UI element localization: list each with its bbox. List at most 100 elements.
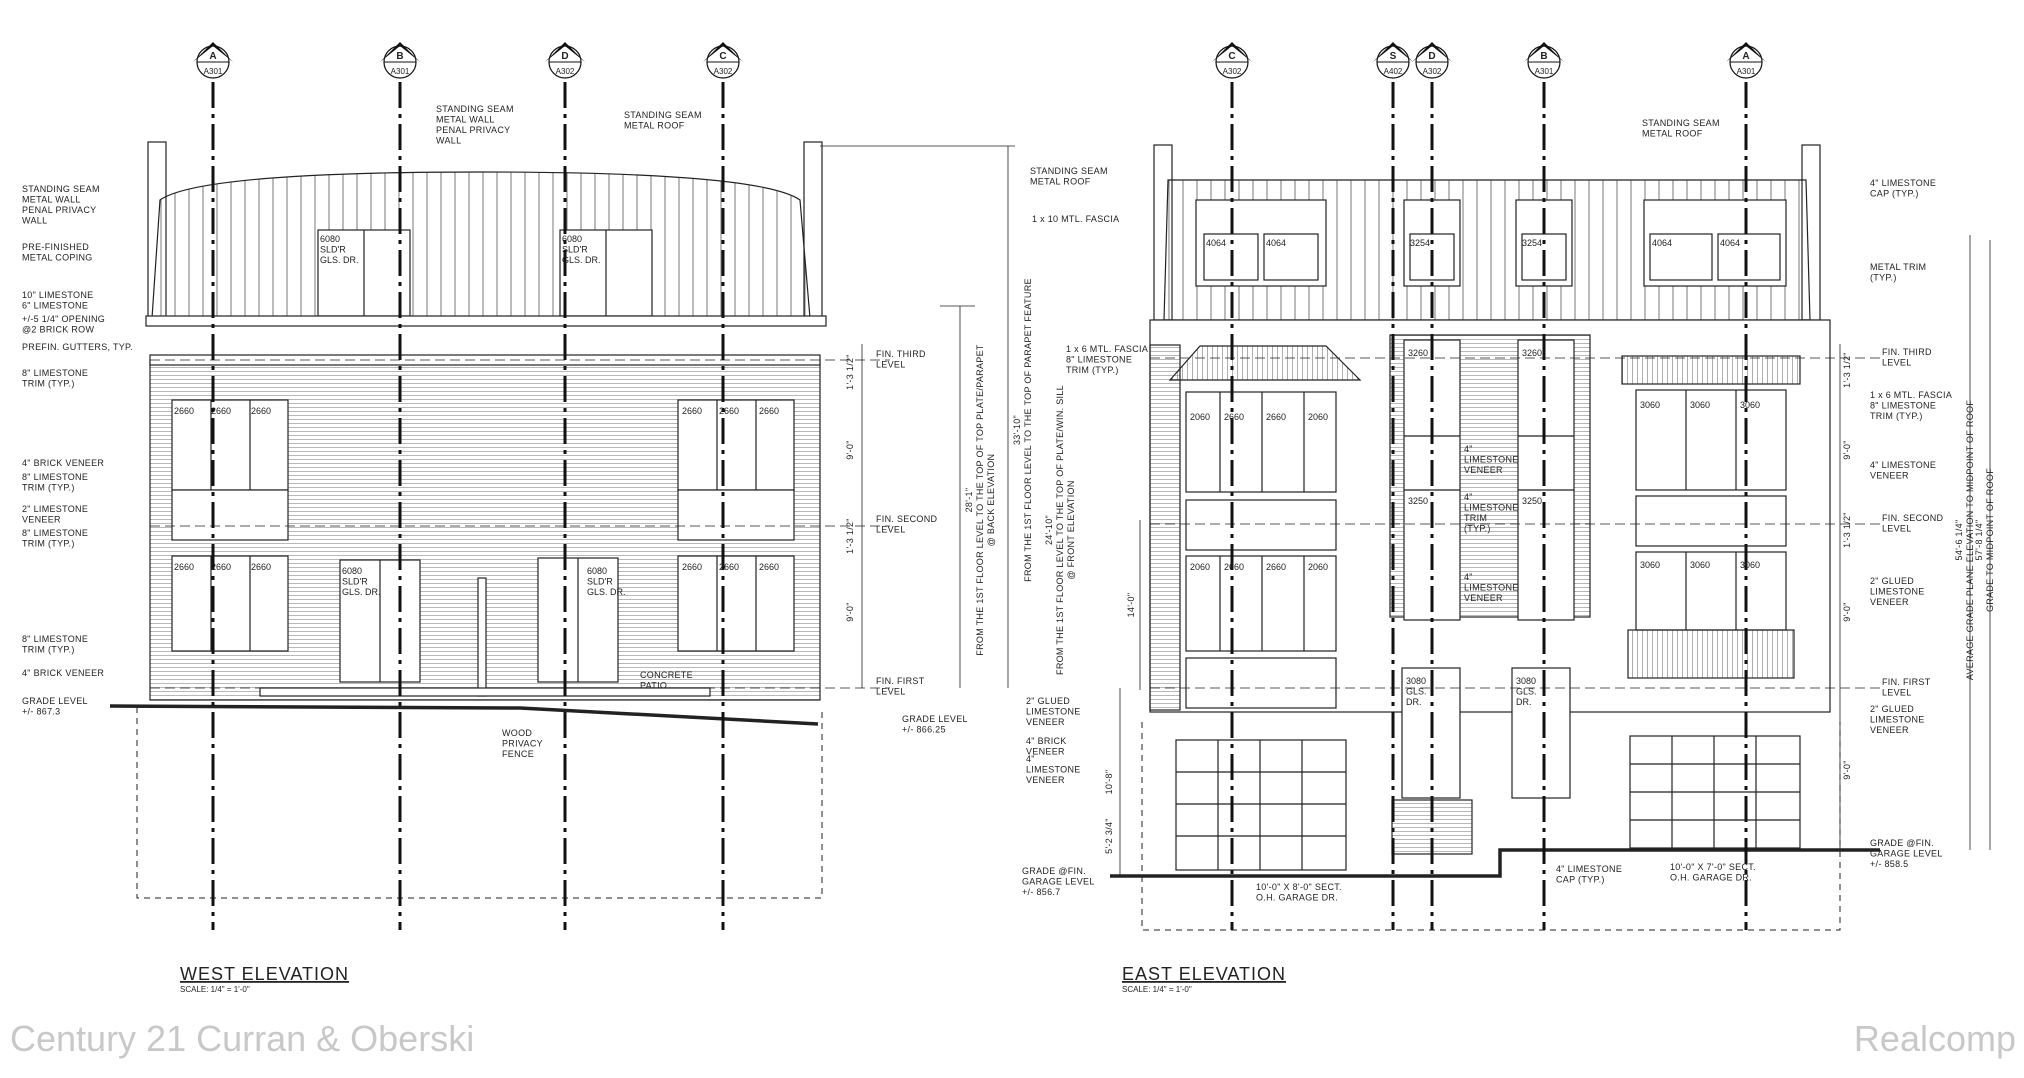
east-bottom-note: 10'-0" X 7'-0" SECT.O.H. GARAGE DR.: [1670, 862, 1756, 883]
west-grid-marker: [545, 42, 585, 62]
west-dim-label: 9'-0": [845, 602, 855, 621]
east-dim-label: 10'-8": [1104, 770, 1114, 795]
east-bay-window: [1168, 345, 1362, 709]
west-grid-sheet: A301: [204, 67, 223, 76]
east-grid-letter: A: [1742, 51, 1749, 62]
east-window-tag: 3060: [1740, 400, 1760, 410]
west-coping: [145, 315, 827, 327]
grid-lines: [193, 42, 1766, 930]
east-brick-left: [1149, 344, 1181, 711]
east-window-tag: 3060: [1690, 560, 1710, 570]
east-dim-label: 5'-2 3/4": [1104, 818, 1114, 854]
east-window-tag: 3060: [1690, 400, 1710, 410]
west-grid-letter: C: [719, 51, 726, 62]
west-foundation-outline: [136, 707, 823, 899]
west-dimension-lines: [820, 145, 1015, 688]
watermark-left: Century 21 Curran & Oberski: [10, 1018, 475, 1059]
east-window-tag: 3250: [1522, 496, 1542, 506]
east-dim-label: 14'-0": [1126, 593, 1136, 618]
west-window-tag: 2660: [174, 562, 194, 572]
east-grid-marker: [1726, 42, 1766, 62]
west-window-tag: 2660: [174, 406, 194, 416]
east-window-tag: 4064: [1720, 238, 1740, 248]
west-elevation: [109, 141, 1015, 899]
east-scale: SCALE: 1/4" = 1'-0": [1122, 985, 1192, 994]
east-height-label: 54'-6 1/4"AVERAGE GRADE PLANE ELEVATION …: [1954, 400, 1975, 680]
east-grid-letter: B: [1540, 51, 1547, 62]
west-scale: SCALE: 1/4" = 1'-0": [180, 985, 250, 994]
east-elevation: [1110, 144, 1991, 931]
east-window-tag: 2660: [1266, 412, 1286, 422]
west-grid-letter: D: [561, 51, 568, 62]
east-dim-label: 9'-0": [1842, 760, 1852, 779]
east-window-tag: 3250: [1408, 496, 1428, 506]
west-privacy-fence: [477, 577, 487, 697]
west-grid-marker: [380, 42, 420, 62]
east-grid-sheet: A302: [1423, 67, 1442, 76]
west-left-note: 4" BRICK VENEER: [22, 668, 104, 678]
west-sliding-door: [339, 557, 619, 683]
east-grid-letter: S: [1390, 51, 1397, 62]
west-height-label: 28'-1"FROM THE 1ST FLOOR LEVEL TO THE TO…: [964, 344, 996, 656]
east-height-label: 57'-8 1/4"GRADE TO MIDPOINT OF ROOF: [1974, 468, 1995, 612]
east-grid-sheet: A302: [1223, 67, 1242, 76]
east-grade-line: [1110, 848, 1880, 878]
east-window-tag: 3060: [1640, 400, 1660, 410]
east-window-tag: 3254: [1410, 238, 1430, 248]
east-grid-marker: [1524, 42, 1564, 62]
east-window-tag: 2660: [1266, 562, 1286, 572]
west-window-tag: 2660: [682, 562, 702, 572]
west-left-note: PREFIN. GUTTERS, TYP.: [22, 342, 133, 352]
east-dim-label: 1'-3 1/2": [1842, 512, 1852, 548]
west-window-group: [171, 399, 795, 541]
east-right-note: GRADE @FIN.GARAGE LEVEL+/- 858.5: [1870, 838, 1943, 869]
east-window-tag: 4064: [1652, 238, 1672, 248]
watermark-right: Realcomp: [1853, 1018, 2016, 1059]
west-height-label: 33'-10"FROM THE 1ST FLOOR LEVEL TO THE T…: [1012, 278, 1033, 582]
east-window-tag: 2660: [1224, 562, 1244, 572]
west-grade-line: [109, 704, 819, 726]
east-dormer: [1195, 199, 1787, 287]
east-window-tag: 3260: [1522, 348, 1542, 358]
west-left-note: GRADE LEVEL+/- 867.3: [22, 696, 88, 717]
west-grid-sheet: A301: [391, 67, 410, 76]
east-dim-label: 9'-0": [1842, 440, 1852, 459]
east-grid-marker: [1212, 42, 1252, 62]
east-title: EAST ELEVATION: [1122, 964, 1286, 984]
east-level-lines: [1150, 357, 1880, 689]
east-dim-label: 1'-3 1/2": [1842, 352, 1852, 388]
west-grid-letter: A: [209, 51, 216, 62]
west-dim-label: 1'-3 1/2": [845, 354, 855, 390]
east-grid-marker: [1373, 42, 1413, 62]
east-window-tag: 2060: [1190, 562, 1210, 572]
west-window-group: [171, 555, 795, 652]
east-window-tag: 4064: [1206, 238, 1226, 248]
west-standing-seam-roof: [151, 171, 811, 319]
west-window-tag: 2660: [211, 562, 231, 572]
east-grid-sheet: A402: [1384, 67, 1403, 76]
